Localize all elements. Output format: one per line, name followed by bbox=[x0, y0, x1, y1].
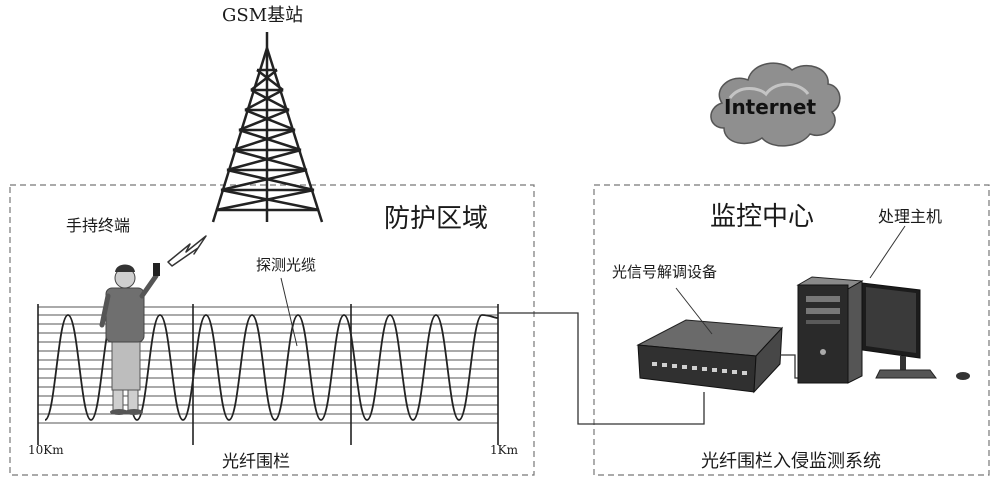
handheld-terminal-label: 手持终端 bbox=[66, 216, 131, 235]
distance-start-label: 10Km bbox=[28, 443, 64, 457]
optical-demodulator-label: 光信号解调设备 bbox=[612, 263, 718, 281]
leader-lines bbox=[280, 225, 906, 347]
gsm-tower-label: GSM基站 bbox=[222, 5, 304, 26]
sensing-cable-label: 探测光缆 bbox=[256, 256, 317, 274]
fiber-connection-line bbox=[498, 312, 705, 425]
monitor-icon bbox=[861, 282, 937, 379]
person-with-handset-icon bbox=[99, 263, 160, 415]
optical-demodulator-device-icon bbox=[636, 319, 784, 394]
protection-zone-box bbox=[9, 184, 535, 476]
wireless-signal-icon bbox=[167, 235, 207, 267]
processing-host-label: 处理主机 bbox=[878, 207, 943, 226]
mouse-icon bbox=[956, 372, 970, 380]
distance-end-label: 1Km bbox=[490, 443, 518, 457]
computer-tower-icon bbox=[796, 276, 864, 384]
internet-cloud-icon bbox=[710, 62, 841, 147]
protection-zone-title: 防护区域 bbox=[384, 204, 489, 234]
monitoring-center-box bbox=[593, 184, 990, 476]
monitoring-center-title: 监控中心 bbox=[710, 202, 815, 232]
fiber-fence-label: 光纤围栏 bbox=[222, 452, 290, 472]
gsm-tower-icon bbox=[211, 32, 324, 223]
internet-label: Internet bbox=[724, 95, 817, 119]
intrusion-monitoring-system-label: 光纤围栏入侵监测系统 bbox=[701, 451, 881, 472]
